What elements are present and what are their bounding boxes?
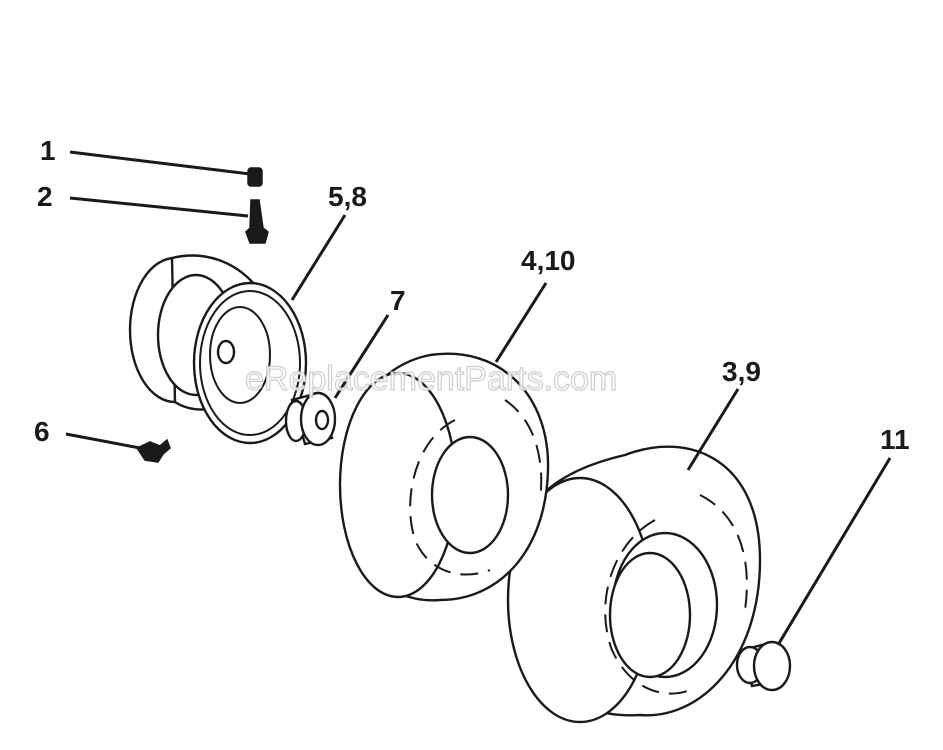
rear-tire xyxy=(506,445,762,724)
callout-1: 1 xyxy=(40,135,56,166)
callout-5-8: 5,8 xyxy=(328,181,367,212)
leader-11 xyxy=(776,457,892,646)
leader-6 xyxy=(65,432,141,450)
leader-3-9 xyxy=(686,388,740,471)
leader-7 xyxy=(333,314,390,399)
front-tire xyxy=(338,352,550,602)
leader-2 xyxy=(69,196,249,218)
leader-5-8 xyxy=(290,214,347,301)
callout-2: 2 xyxy=(37,181,53,212)
hub-cap xyxy=(735,640,792,692)
callout-7: 7 xyxy=(390,285,406,316)
valve-cap xyxy=(247,167,263,187)
leader-1 xyxy=(69,150,251,176)
valve-stem xyxy=(245,199,269,244)
callout-4-10: 4,10 xyxy=(521,245,576,276)
bushing xyxy=(284,391,337,447)
callout-11: 11 xyxy=(880,424,910,455)
watermark: eReplacementParts.com xyxy=(245,360,617,398)
bolt xyxy=(135,438,171,463)
leader-4-10 xyxy=(494,282,548,363)
callout-3-9: 3,9 xyxy=(722,356,761,387)
callout-6: 6 xyxy=(34,416,50,447)
wheel-rim xyxy=(128,254,308,445)
